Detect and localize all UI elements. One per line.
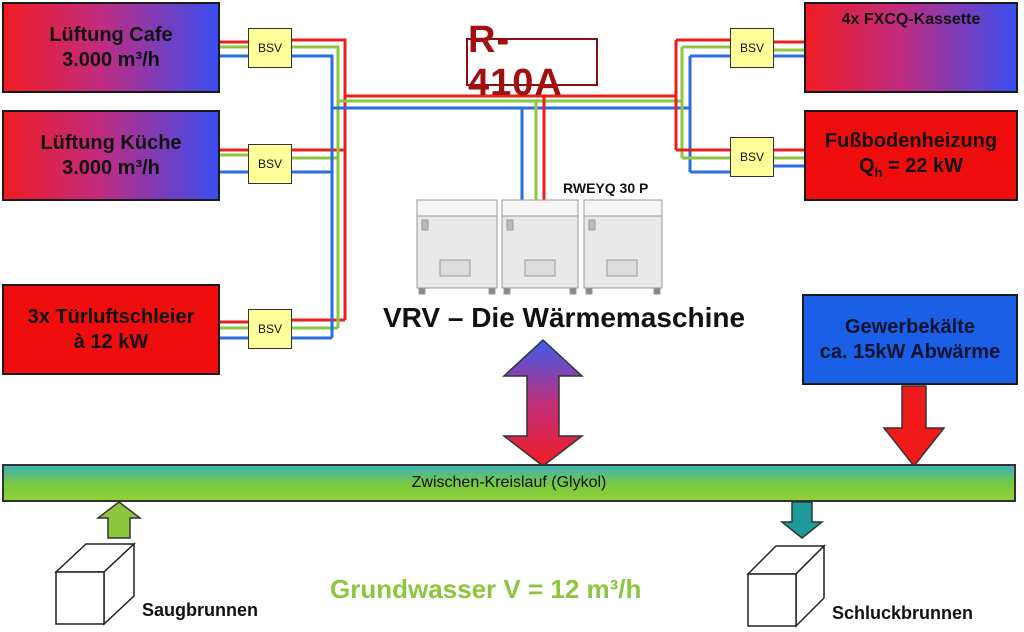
bsv-label: BSV	[257, 41, 282, 55]
box-gewerbekaelte-title: Gewerbekälte	[844, 315, 976, 338]
intermediate-loop-label: Zwischen-Kreislauf (Glykol)	[411, 474, 607, 491]
box-fussbodenheizung-value: Qh = 22 kW	[859, 154, 963, 181]
box-lueftung-kueche-title: Lüftung Küche	[40, 131, 182, 154]
box-fxcq-kassette-title: 4x FXCQ-Kassette	[841, 11, 981, 28]
bsv-label: BSV	[257, 322, 282, 336]
vrv-title: VRV – Die Wärmemaschine	[383, 302, 746, 333]
bsv-box-fussboden: BSV	[730, 137, 774, 177]
vrv-unit-1	[416, 199, 498, 295]
box-fxcq-kassette: 4x FXCQ-Kassette	[804, 2, 1018, 93]
vrv-unit-2	[501, 199, 579, 295]
bsv-box-cafe: BSV	[248, 28, 292, 68]
box-gewerbekaelte: Gewerbekälte ca. 15kW Abwärme	[802, 294, 1018, 385]
unit-model-label: RWEYQ 30 P	[563, 180, 649, 196]
bsv-box-kueche: BSV	[248, 144, 292, 184]
box-tuerluftschleier-title: 3x Türluftschleier	[27, 305, 195, 328]
well-left-label: Saugbrunnen	[142, 600, 258, 620]
box-lueftung-kueche-value: 3.000 m³/h	[62, 156, 160, 179]
intake-arrow	[95, 501, 143, 539]
well-left-icon	[54, 542, 136, 626]
bsv-box-tuer: BSV	[248, 309, 292, 349]
pipes-main-header	[332, 94, 690, 205]
groundwater-label: Grundwasser V = 12 m³/h	[330, 574, 642, 604]
bsv-box-kassette: BSV	[730, 28, 774, 68]
box-lueftung-kueche: Lüftung Küche 3.000 m³/h	[2, 110, 220, 201]
vrv-units	[416, 199, 663, 295]
q-symbol: Q	[858, 155, 875, 178]
box-fussbodenheizung-title: Fußbodenheizung	[824, 130, 998, 153]
intermediate-loop-bar: Zwischen-Kreislauf (Glykol)	[2, 464, 1016, 502]
pipes-right-risers	[674, 38, 804, 174]
vrv-unit-3	[583, 199, 663, 295]
refrigerant-label: R-410A	[466, 19, 598, 104]
box-gewerbekaelte-value: ca. 15kW Abwärme	[819, 340, 1001, 363]
box-fussbodenheizung: Fußbodenheizung Qh = 22 kW	[804, 110, 1018, 201]
vrv-loop-double-arrow	[501, 338, 585, 467]
bsv-label: BSV	[739, 150, 764, 164]
q-value: = 22 kW	[882, 155, 964, 178]
heat-rejection-arrow	[882, 385, 946, 468]
well-right-icon	[746, 544, 826, 628]
box-tuerluftschleier-value: à 12 kW	[73, 330, 149, 353]
pipes-left-risers	[292, 38, 347, 340]
bsv-label: BSV	[257, 157, 282, 171]
box-tuerluftschleier: 3x Türluftschleier à 12 kW	[2, 284, 220, 375]
box-lueftung-cafe-title: Lüftung Cafe	[49, 23, 173, 46]
discharge-arrow	[779, 501, 825, 539]
pipes-left-boxes	[220, 40, 248, 340]
box-lueftung-cafe: Lüftung Cafe 3.000 m³/h	[2, 2, 220, 93]
box-lueftung-cafe-value: 3.000 m³/h	[62, 48, 160, 71]
bsv-label: BSV	[739, 41, 764, 55]
q-subscript: h	[874, 165, 883, 181]
well-right-label: Schluckbrunnen	[832, 603, 974, 623]
